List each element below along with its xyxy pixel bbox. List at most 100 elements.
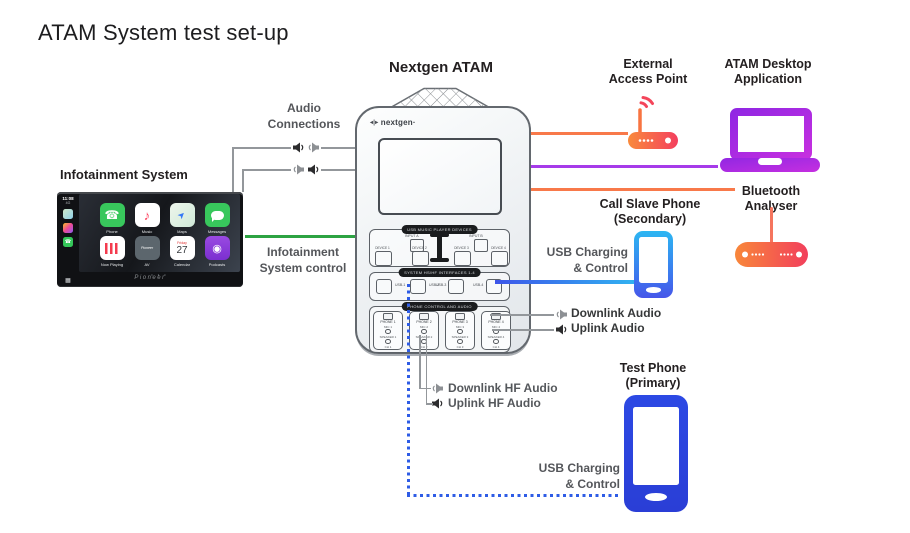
device-2-port [412,251,429,266]
phone-thumbnail-icon: ☎ [63,237,73,247]
app-av: Pioneer AV [134,236,160,267]
maps-thumbnail-icon [63,209,73,219]
calendar-app-icon: Friday 27 [169,236,195,260]
uplink-hf-line [425,335,428,405]
speaker-jack [457,338,463,345]
downlink-hf-line-h [419,387,431,390]
clock: 11:08 [62,196,74,201]
app-podcasts: ◉ Podcasts [204,236,230,267]
usb-charging-secondary-label: USB Charging & Control [546,245,628,275]
uplink-audio-label: Uplink Audio [571,321,645,335]
phone-port [419,313,429,320]
atam-device: ◂|▸ nextgen· USB MUSIC PLAYER DEVICES IN… [355,106,531,354]
speaker-icon [291,142,306,153]
av-app-icon: Pioneer [134,236,160,260]
head-unit-sidebar: 11:08 4G ☎ ▦ [57,192,79,287]
app-calendar: Friday 27 Calendar [169,236,195,267]
test-phone-label: Test Phone (Primary) [619,361,687,390]
phone-port [455,313,465,320]
device-4-port [491,251,508,266]
audio-line-1-drop [232,147,234,192]
device-1-port [375,251,392,266]
mic-jack [421,328,427,335]
usb-3-port [448,279,464,294]
speaker-icon [430,398,445,409]
phone-home-arc [645,493,667,501]
uplink-hf-audio-label: Uplink HF Audio [448,396,541,410]
phone-screen [639,237,668,283]
page-title: ATAM System test set-up [38,20,289,45]
usb-charging-primary-label: USB Charging & Control [538,461,620,491]
speaker-icon [291,164,306,175]
phone-control-section: PHONE CONTROL AND AUDIO PHONE 1 MIC 1 SP… [369,302,511,353]
maps-app-icon: ➤ [169,203,195,227]
app-now-playing: Now Playing [99,236,125,267]
downlink-hf-audio-label: Downlink HF Audio [448,381,558,395]
speaker-icon [554,324,569,335]
infotainment-head-unit: 11:08 4G ☎ ▦ ☎ Phone ♪ Music ➤ Maps [57,192,243,287]
messages-app-icon [204,203,230,227]
speaker-icon [306,164,321,175]
laptop-icon [718,104,822,174]
desktop-app-line [528,165,718,168]
audio-waveform-icon: ◂|▸ [370,120,379,126]
podcasts-app-icon: ◉ [204,236,230,260]
phone-2-column: PHONE 2 MIC 2 SPEAKER 2 CH 2 [409,311,439,350]
device-3-port [454,251,471,266]
phone-3-column: PHONE 3 MIC 3 SPEAKER 3 CH 3 [445,311,475,350]
photos-thumbnail-icon [63,223,73,233]
app-maps: ➤ Maps [169,203,195,234]
divider-cap [430,233,449,237]
carplay-screen: ☎ Phone ♪ Music ➤ Maps Messages [79,194,240,272]
uplink-hf-line-h [425,403,433,405]
speaker-icon [306,142,321,153]
downlink-audio-label: Downlink Audio [571,306,662,320]
divider-cap [430,258,449,262]
phone-port [491,313,501,320]
mic-jack [457,328,463,335]
desktop-app-label: ATAM Desktop Application [724,57,812,86]
access-point-line [528,132,628,135]
usb-music-section: USB MUSIC PLAYER DEVICES INPUT A INPUT B… [369,225,510,267]
speaker-jack [493,338,499,345]
speaker-icon [554,309,569,320]
slave-phone-label: Call Slave Phone (Secondary) [599,197,701,226]
infotainment-control-label: Infotainment System control [259,245,347,275]
infotainment-title: Infotainment System [60,167,188,182]
usb-line-primary-vertical [407,284,410,497]
input-b-port [474,239,488,252]
test-smartphone-icon [624,395,688,512]
now-playing-app-icon [99,236,125,260]
app-music: ♪ Music [134,203,160,234]
usb-line-primary-horizontal [407,494,620,497]
analyser-antenna [770,207,773,244]
app-messages: Messages [204,203,230,234]
usb-1-port [376,279,392,294]
phone-1-column: PHONE 1 MIC 1 SPEAKER 1 CH 1 [373,311,403,350]
hs-hf-section-label: SYSTEM HS/HF INTERFACES 1-4 [398,268,481,277]
app-phone: ☎ Phone [99,203,125,234]
speaker-jack [385,338,391,345]
atam-title: Nextgen ATAM [389,59,493,76]
usb-music-section-label: USB MUSIC PLAYER DEVICES [401,225,478,234]
grid-icon: ▦ [65,278,71,284]
audio-line-2-drop [242,169,244,192]
uplink-audio-line [492,329,554,331]
phone-home-arc [646,287,661,293]
downlink-hf-line [419,335,421,389]
phone-app-icon: ☎ [99,203,125,227]
music-app-icon: ♪ [134,203,160,227]
mic-jack [385,328,391,335]
bt-analyser-line [528,188,735,191]
phone-screen [633,407,679,485]
slave-smartphone-icon [634,231,673,298]
phone-port [383,313,393,320]
network-status: 4G [65,201,71,205]
head-unit-brand: Pioneer [134,275,166,281]
usb-2-port [410,279,426,294]
divider [437,233,442,262]
hs-hf-interface-section: SYSTEM HS/HF INTERFACES 1-4 USB-1 USB-2 … [369,268,510,301]
page-indicator: • • • [151,271,168,277]
speaker-icon [430,383,445,394]
